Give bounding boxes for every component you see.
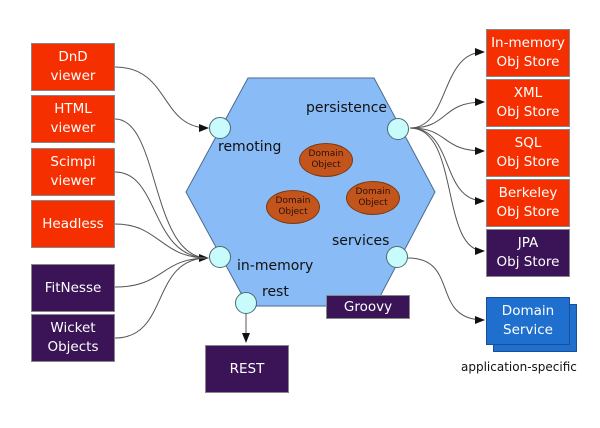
headless-box: Headless <box>31 200 115 248</box>
connector-persistence-xml <box>409 98 485 129</box>
application-specific-caption: application-specific <box>461 360 577 374</box>
domain-object: Domain Object <box>299 143 353 177</box>
html-viewer-box: HTML viewer <box>31 95 115 143</box>
in-memory-port <box>209 246 231 268</box>
remoting-label: remoting <box>218 139 282 155</box>
fitnesse-box: FitNesse <box>31 264 115 312</box>
domain-object: Domain Object <box>266 190 320 224</box>
connector-services-domain-service <box>407 257 485 324</box>
dnd-viewer-box: DnD viewer <box>31 43 115 91</box>
connector-persistence-inmemory <box>409 48 485 129</box>
remoting-port <box>209 117 231 139</box>
services-port <box>386 246 408 268</box>
connector-headless-inmemory <box>114 223 209 259</box>
connector-fitnesse-inmemory <box>114 257 209 288</box>
jpa-obj-store-box: JPA Obj Store <box>486 229 570 277</box>
domain-object: Domain Object <box>346 181 400 215</box>
in-memory-label: in-memory <box>237 258 314 274</box>
xml-obj-store-box: XML Obj Store <box>486 79 570 127</box>
persistence-label: persistence <box>306 100 388 116</box>
connector-dnd-remoting <box>114 66 209 132</box>
wicket-objects-box: Wicket Objects <box>31 314 115 362</box>
connector-scimpi-inmemory <box>114 171 209 259</box>
in-memory-obj-store-box: In-memory Obj Store <box>486 29 570 77</box>
services-label: services <box>332 233 390 249</box>
groovy-box: Groovy <box>326 295 410 319</box>
rest-box: REST <box>205 345 289 393</box>
sql-obj-store-box: SQL Obj Store <box>486 129 570 177</box>
scimpi-viewer-box: Scimpi viewer <box>31 148 115 196</box>
connector-persistence-jpa <box>409 127 485 255</box>
rest-port <box>235 292 257 314</box>
connector-html-inmemory <box>114 118 209 262</box>
connector-persistence-berkeley <box>409 127 485 205</box>
berkeley-obj-store-box: Berkeley Obj Store <box>486 179 570 227</box>
domain-service-box: Domain Service <box>486 297 570 345</box>
connector-wicket-inmemory <box>114 257 209 339</box>
connector-persistence-sql <box>409 127 485 155</box>
persistence-port <box>387 118 409 140</box>
rest-label: rest <box>262 284 289 300</box>
